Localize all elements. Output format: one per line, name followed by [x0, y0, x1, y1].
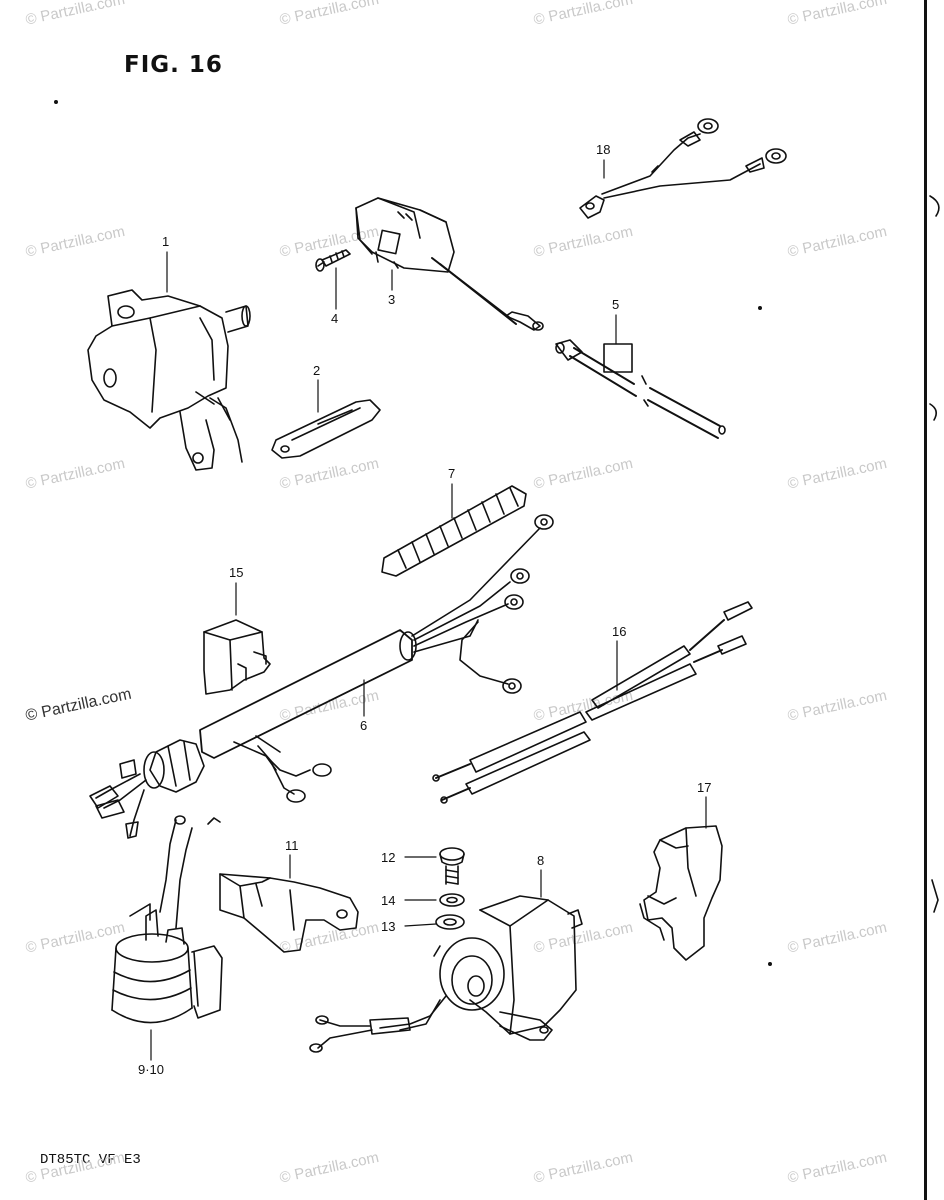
part-2-plate	[271, 399, 381, 459]
part-1-switch-box	[87, 289, 251, 471]
part-6-main-harness	[89, 514, 554, 839]
callout-18: 18	[596, 142, 611, 157]
part-3-micro-switch	[355, 197, 544, 331]
part-13-washer	[435, 914, 465, 930]
part-11-bracket	[219, 873, 359, 953]
callout-4: 4	[331, 311, 339, 326]
callout-7: 7	[448, 466, 456, 481]
callout-8: 8	[537, 853, 545, 868]
callout-1: 1	[162, 234, 170, 249]
part-12-bolt	[439, 847, 465, 885]
adjacent-page-fragment	[929, 195, 940, 913]
callout-15: 15	[229, 565, 244, 580]
callout-5: 5	[612, 297, 620, 312]
callout-6: 6	[360, 718, 368, 733]
callout-17: 17	[697, 780, 712, 795]
part-15-clamp	[203, 619, 271, 695]
callout-12: 12	[381, 850, 396, 865]
speck-marks	[54, 100, 772, 966]
callout-16: 16	[612, 624, 627, 639]
part-7-spiral-tube	[381, 485, 527, 577]
callout-3: 3	[388, 292, 396, 307]
part-8-relay	[309, 895, 583, 1053]
callout-11: 11	[285, 838, 299, 853]
figure-title: FIG. 16	[124, 52, 223, 78]
part-18-ground-lead	[579, 118, 787, 219]
part-9-10-solenoid	[111, 815, 223, 1024]
model-code: DT85TC VF E3	[40, 1152, 141, 1168]
part-4-screw	[315, 249, 351, 272]
page-edge-border	[924, 0, 927, 1200]
callout-13: 13	[381, 919, 396, 934]
part-5-wire-lead	[555, 339, 726, 439]
part-17-clip	[639, 825, 723, 961]
callout-14: 14	[381, 893, 396, 908]
part-16-wire-sleeve	[432, 601, 753, 804]
callout-2: 2	[313, 363, 321, 378]
leader-lines	[150, 159, 707, 1061]
callout-9-10: 9·10	[138, 1062, 165, 1077]
part-14-washer	[439, 893, 465, 907]
